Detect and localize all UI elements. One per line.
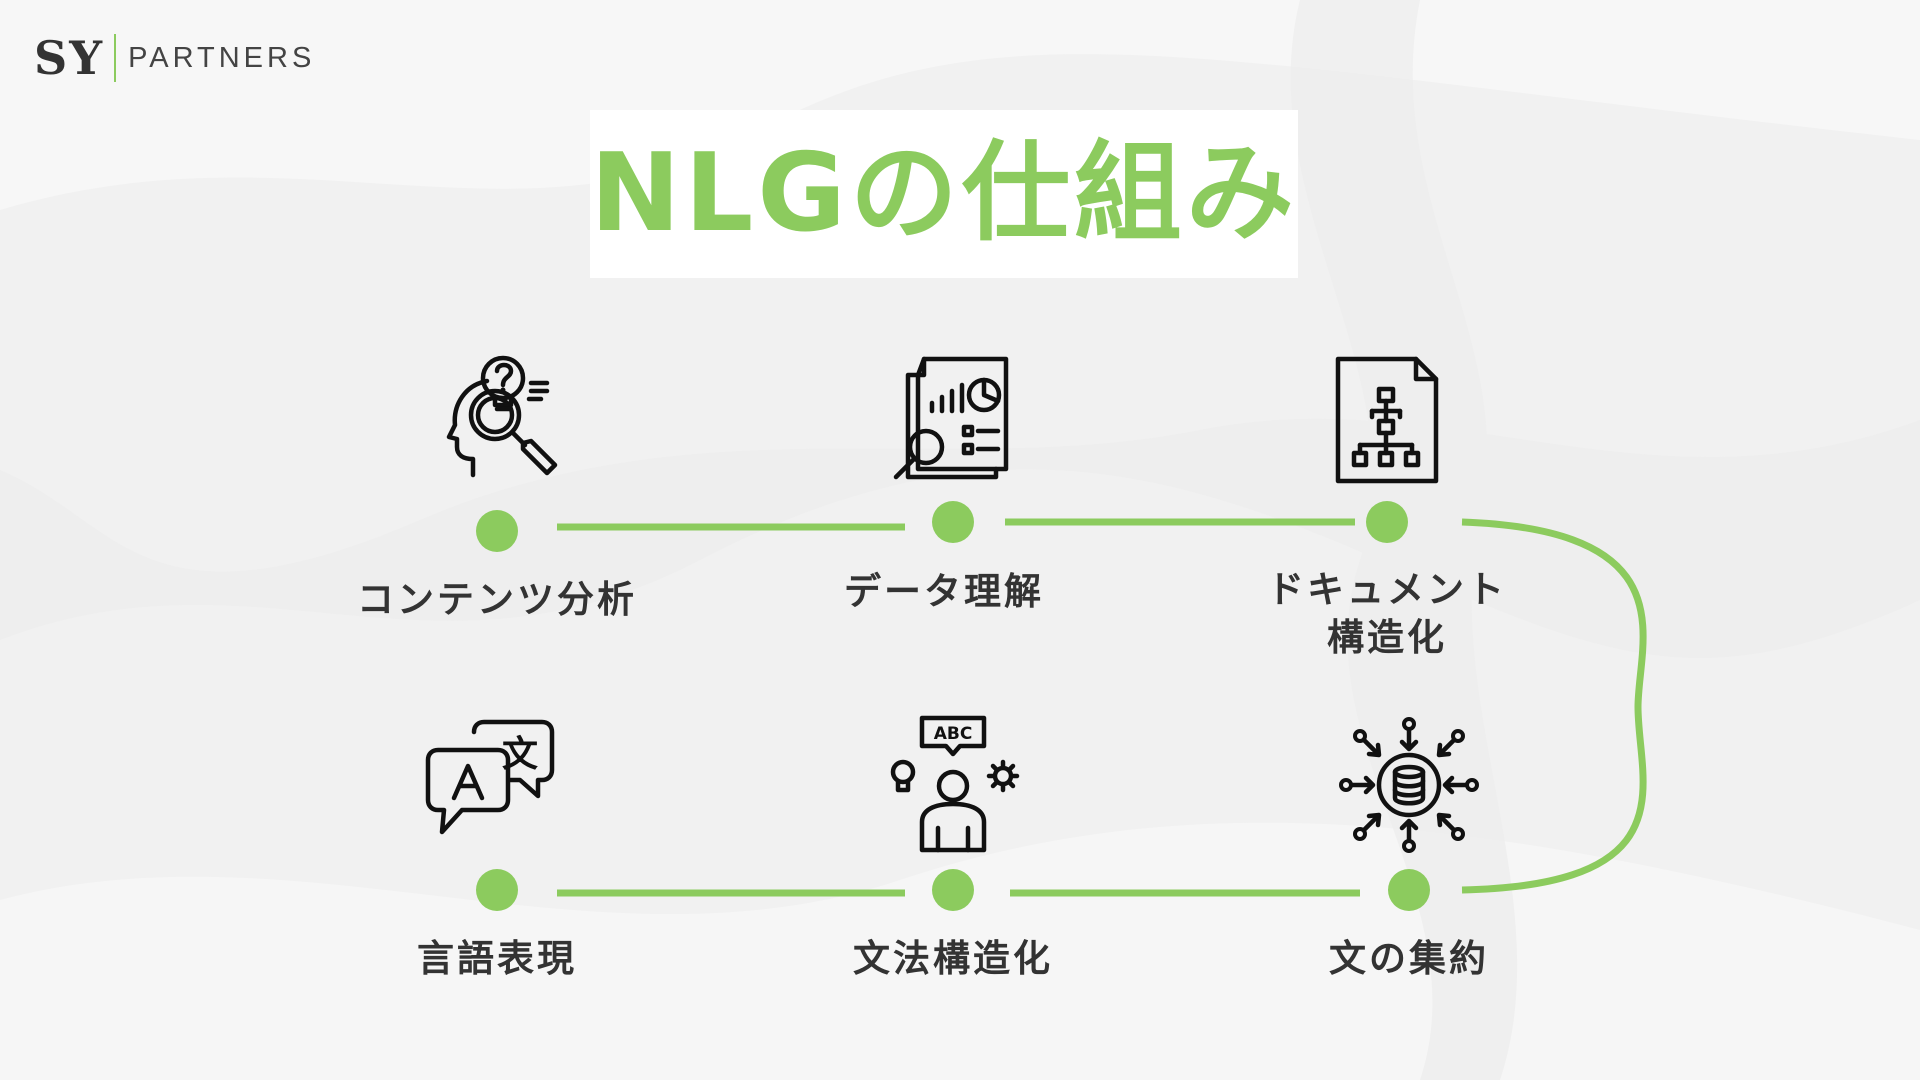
step-label-sentence-aggregation: 文の集約 — [1329, 937, 1489, 980]
brand-logo: SY PARTNERS — [34, 30, 315, 86]
step-dot-content-analysis — [476, 510, 518, 552]
svg-text:文: 文 — [502, 734, 538, 775]
svg-text:ABC: ABC — [934, 724, 973, 744]
step-dot-sentence-aggregation — [1388, 869, 1430, 911]
step-dot-data-understanding — [932, 501, 974, 543]
logo-mark: SY — [34, 31, 105, 85]
connector-3-4-curve — [1461, 518, 1647, 894]
step-dot-grammar-structuring — [932, 869, 974, 911]
logo-divider — [114, 34, 117, 82]
step-dot-language-expression — [476, 869, 518, 911]
title-box: NLGの仕組み — [590, 110, 1298, 278]
logo-text: PARTNERS — [128, 41, 316, 74]
translate-bubbles-icon: 文 — [425, 719, 555, 835]
step-label-grammar-structuring: 文法構造化 — [853, 937, 1053, 980]
step-label-data-understanding: データ理解 — [844, 570, 1044, 613]
report-magnifier-icon — [893, 356, 1009, 480]
step-label-document-structuring: ドキュメント 構造化 — [1267, 568, 1507, 659]
page-title: NLGの仕組み — [590, 131, 1298, 256]
person-abc-gear-icon: ABC — [890, 715, 1020, 853]
step-dot-document-structuring — [1366, 501, 1408, 543]
step-label-language-expression: 言語表現 — [417, 937, 577, 980]
database-network-icon — [1339, 717, 1479, 853]
document-hierarchy-icon — [1335, 356, 1439, 484]
step-label-content-analysis: コンテンツ分析 — [357, 578, 637, 621]
head-question-search-icon — [446, 355, 558, 478]
